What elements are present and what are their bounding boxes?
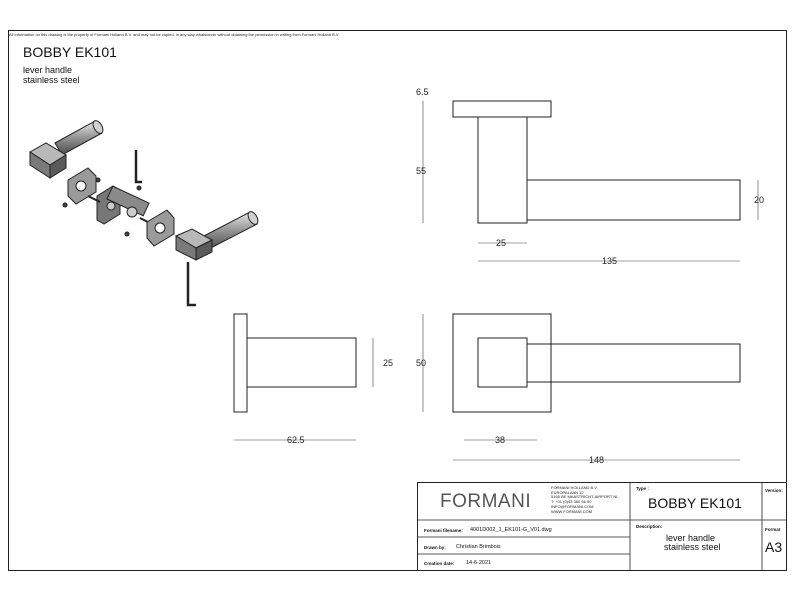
front-view-dimensions <box>422 314 740 461</box>
drawing-subtitle-material: stainless steel <box>23 75 80 85</box>
front-view <box>452 313 741 413</box>
upper-lever-handle <box>29 120 104 179</box>
description-line1: lever handle <box>666 533 716 543</box>
side-view-plate <box>233 313 248 413</box>
top-view-lever <box>526 179 741 221</box>
side-view-rosette <box>246 337 357 388</box>
side-view <box>233 313 357 413</box>
creation-date-label: Creation date: <box>424 561 455 566</box>
side-view-dimensions <box>234 338 374 441</box>
filename-value: 4001D002_1_EK101-G_V01.dwg <box>470 527 552 533</box>
dim-projection: 62.5 <box>287 435 305 445</box>
top-view-dimensions <box>422 101 759 262</box>
drawing-title: BOBBY EK101 <box>23 44 117 60</box>
creation-date-value: 14-6-2021 <box>466 560 492 566</box>
drawing-subtitle-type: lever handle <box>23 65 73 75</box>
format-value: A3 <box>765 539 783 555</box>
dim-plate-thickness: 6.5 <box>416 87 429 97</box>
formani-logo: FORMANI <box>440 491 532 512</box>
top-view-neck <box>477 116 528 224</box>
type-label: Type : <box>636 486 649 491</box>
version-label: Version: <box>765 488 783 493</box>
title-block: FORMANI FORMANI HOLLAND B.V. EUROPALAAN … <box>417 482 787 571</box>
company-address: FORMANI HOLLAND B.V. EUROPALAAN 12 5165 … <box>551 485 619 514</box>
lower-rosette <box>146 209 175 247</box>
upper-rosette <box>67 167 97 205</box>
top-view <box>452 100 741 224</box>
copyright-notice: All information on this drawing is the p… <box>9 32 340 37</box>
dim-lever-width: 20 <box>754 195 764 205</box>
front-view-lever <box>526 343 741 383</box>
title-block-grid <box>417 482 787 571</box>
spindle-mechanism <box>62 177 153 237</box>
drawn-by-value: Christian Brimbois <box>456 544 501 550</box>
dim-rosette-side: 25 <box>383 358 393 368</box>
sheet-frame <box>8 30 787 571</box>
dim-height: 55 <box>416 166 426 176</box>
dim-neck-offset: 38 <box>495 435 505 445</box>
dim-plate-size: 50 <box>416 358 426 368</box>
lower-lever-handle <box>174 211 259 261</box>
type-value: BOBBY EK101 <box>648 495 742 511</box>
allen-key-lower <box>186 262 196 307</box>
description-line2: stainless steel <box>664 542 721 552</box>
dim-neck-width: 25 <box>496 238 506 248</box>
format-label: Format <box>765 527 781 532</box>
front-view-plate <box>452 313 552 413</box>
drawn-by-label: Drawn by: <box>424 545 446 550</box>
top-view-plate <box>452 100 552 118</box>
allen-key-upper <box>134 150 142 184</box>
description-label: Description: <box>636 524 663 529</box>
dim-total-length: 148 <box>589 455 604 465</box>
exploded-view <box>29 120 259 307</box>
filename-label: Formani filename: <box>424 528 463 533</box>
front-view-rosette <box>477 337 528 388</box>
dim-lever-length: 135 <box>602 256 617 266</box>
